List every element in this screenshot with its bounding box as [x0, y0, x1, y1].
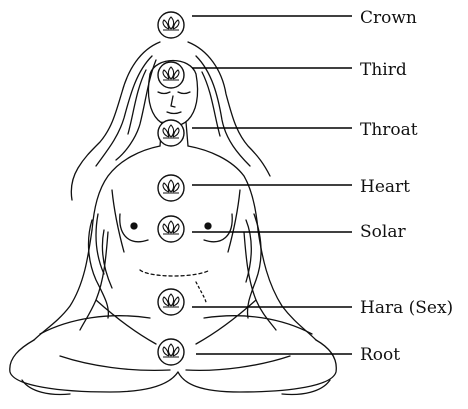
label-throat: Throat [360, 122, 418, 139]
label-root: Root [360, 347, 400, 364]
leg-left [10, 340, 178, 392]
leg-right [178, 340, 336, 392]
hair-right [188, 42, 270, 176]
chakra-marker-third [158, 62, 184, 88]
chakra-marker-throat [158, 120, 184, 146]
chakra-marker-heart [158, 175, 184, 201]
label-third: Third [360, 62, 407, 79]
hair-left [71, 42, 160, 200]
label-hara: Hara (Sex) [360, 300, 453, 317]
label-heart: Heart [360, 179, 410, 196]
chakra-marker-root [158, 339, 184, 365]
chakra-marker-hara [158, 289, 184, 315]
chakra-marker-solar [158, 216, 184, 242]
label-solar: Solar [360, 224, 406, 241]
label-crown: Crown [360, 10, 417, 27]
chakra-marker-crown [158, 12, 184, 38]
shoulder-right [188, 146, 258, 230]
arm-right-inner [244, 232, 276, 330]
arm-left-inner [80, 232, 108, 330]
